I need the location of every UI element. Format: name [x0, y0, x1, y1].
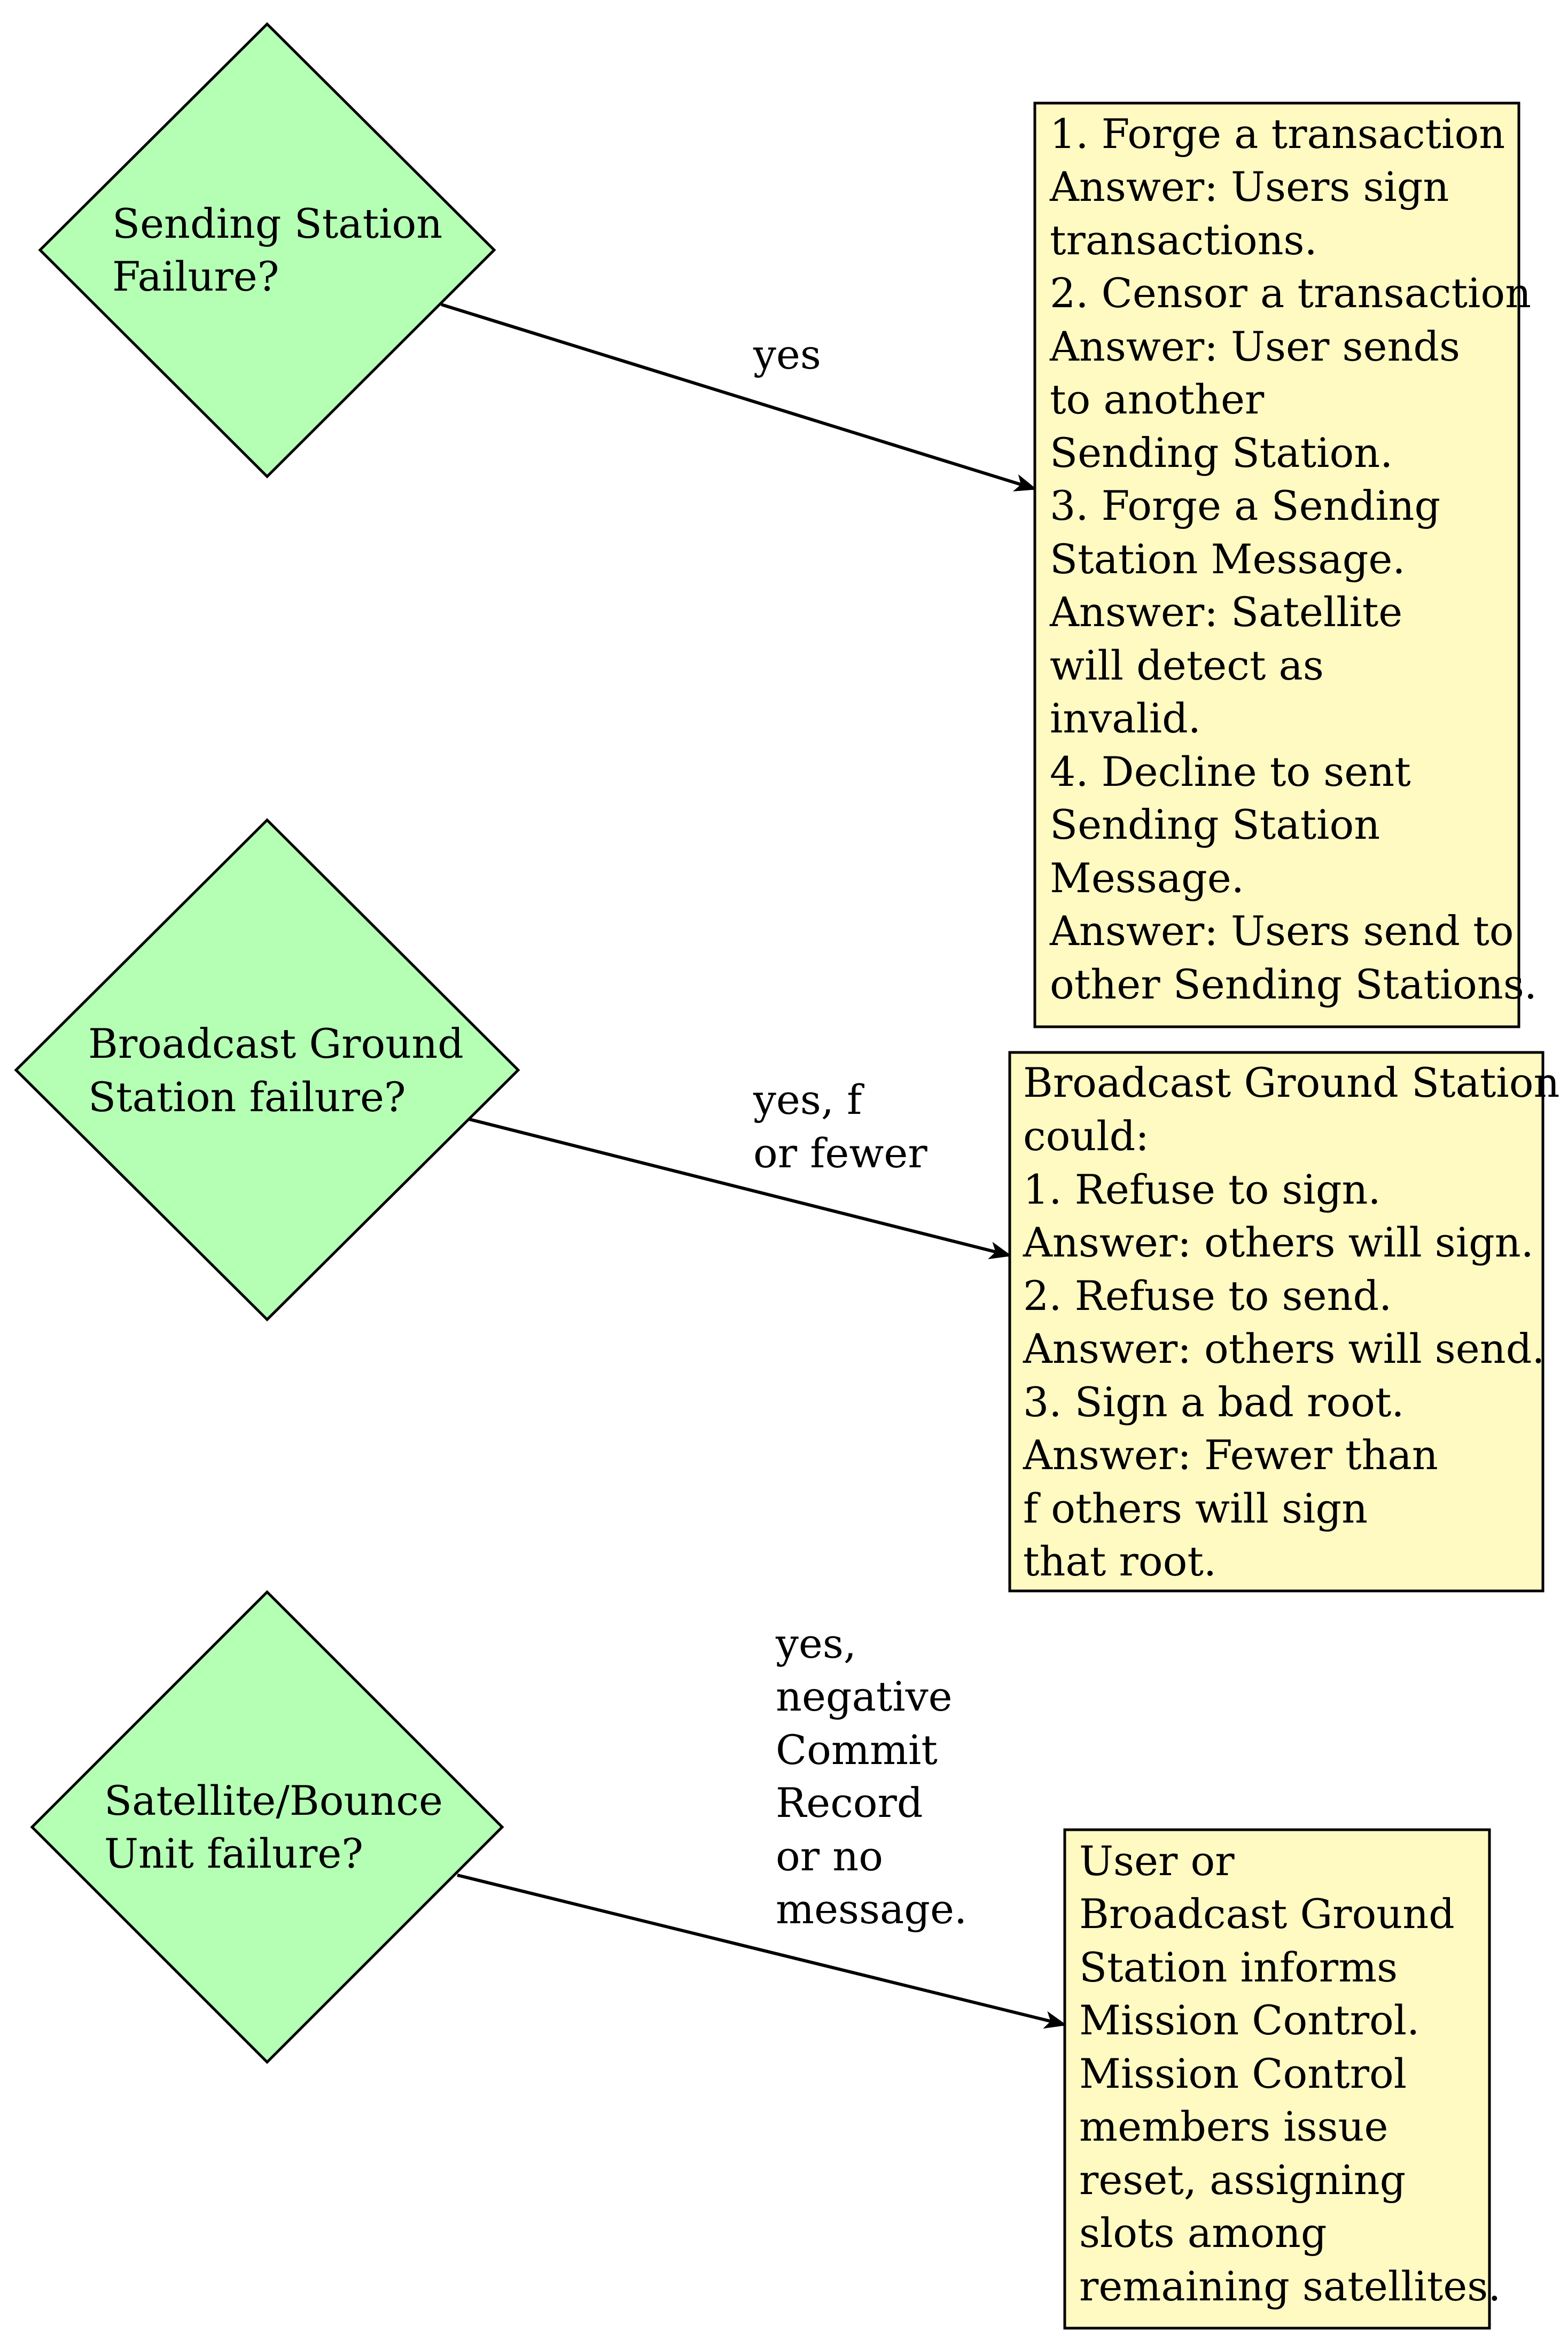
box-line: 1. Forge a transaction	[1050, 110, 1505, 158]
box-sending-station-threats: 1. Forge a transaction Answer: Users sig…	[1033, 102, 1544, 1028]
box-line: Station informs	[1079, 1944, 1398, 1991]
box-line: Answer: Users sign	[1049, 163, 1449, 210]
decision-label-line: Failure?	[112, 253, 279, 300]
box-line: Broadcast Ground Station	[1023, 1059, 1559, 1106]
box-line: Mission Control.	[1079, 1996, 1419, 2044]
box-line: transactions.	[1050, 216, 1317, 264]
box-line: to another	[1050, 376, 1265, 423]
edge-label-line: message.	[776, 1885, 967, 1933]
edge-label: yes, negative Commit Record or no messag…	[775, 1620, 967, 1933]
box-text: 1. Forge a transaction Answer: Users sig…	[1049, 110, 1544, 1008]
edge-label-line: yes, f	[753, 1076, 864, 1123]
box-line: members issue	[1079, 2103, 1388, 2150]
box-line: 3. Forge a Sending	[1050, 482, 1440, 529]
decision-broadcast-ground-station: Broadcast Ground Station failure?	[14, 818, 520, 1322]
box-text: Broadcast Ground Station could: 1. Refus…	[1023, 1059, 1568, 1585]
box-line: slots among	[1079, 2209, 1327, 2257]
edge-label-line: yes,	[775, 1620, 856, 1667]
decision-satellite-bounce-unit: Satellite/Bounce Unit failure?	[30, 1590, 504, 2064]
box-line: Mission Control	[1079, 2050, 1407, 2097]
edge-label-line: Commit	[776, 1726, 938, 1774]
box-line: that root.	[1023, 1538, 1216, 1585]
decision-diamond	[14, 818, 520, 1322]
box-line: Message.	[1050, 854, 1244, 902]
box-line: 2. Refuse to send.	[1023, 1272, 1392, 1320]
box-satellite-bounce-unit-response: User or Broadcast Ground Station informs…	[1063, 1828, 1501, 2330]
decision-sending-station: Sending Station Failure?	[38, 22, 496, 479]
decision-label-line: Station failure?	[88, 1073, 406, 1121]
edge-label: yes, f or fewer	[753, 1076, 927, 1177]
decision-label-line: Sending Station	[112, 200, 442, 247]
box-line: User or	[1079, 1837, 1235, 1885]
decision-label: Broadcast Ground Station failure?	[88, 1020, 477, 1121]
edge-label-line: yes	[753, 331, 821, 378]
edge-satellite-bounce-unit: yes, negative Commit Record or no messag…	[457, 1620, 1067, 2029]
box-line: reset, assigning	[1079, 2156, 1406, 2204]
box-line: 3. Sign a bad root.	[1023, 1378, 1405, 1426]
box-line: Answer: Users send to	[1049, 907, 1514, 955]
arrow-line	[469, 1118, 1012, 1260]
edge-label-line: or no	[776, 1832, 883, 1880]
edge-label-line: or fewer	[753, 1129, 927, 1177]
decision-diamond	[38, 22, 496, 479]
box-line: Answer: Satellite	[1049, 588, 1402, 636]
decision-label-line: Unit failure?	[104, 1830, 363, 1877]
edge-broadcast-ground-station: yes, f or fewer	[469, 1076, 1012, 1260]
box-line: f others will sign	[1023, 1485, 1368, 1532]
box-line: Sending Station	[1050, 801, 1380, 848]
box-line: invalid.	[1050, 694, 1201, 742]
arrow-line	[457, 1874, 1067, 2029]
arrow-line	[441, 303, 1037, 491]
box-line: Answer: others will sign.	[1023, 1219, 1534, 1266]
edge-label-line: Record	[776, 1779, 923, 1827]
box-line: 2. Censor a transaction	[1050, 269, 1531, 317]
box-text: User or Broadcast Ground Station informs…	[1079, 1837, 1501, 2310]
box-line: could:	[1023, 1112, 1149, 1160]
box-line: Sending Station.	[1050, 429, 1393, 477]
box-line: Broadcast Ground	[1079, 1890, 1455, 1938]
box-line: Answer: Fewer than	[1023, 1431, 1438, 1479]
decision-diamond	[30, 1590, 504, 2064]
decision-label: Sending Station Failure?	[112, 200, 455, 300]
decision-label: Satellite/Bounce Unit failure?	[104, 1777, 456, 1877]
box-line: will detect as	[1050, 642, 1324, 689]
box-broadcast-ground-station-threats: Broadcast Ground Station could: 1. Refus…	[1008, 1051, 1568, 1593]
edge-label: yes	[753, 331, 821, 378]
decision-label-line: Broadcast Ground	[88, 1020, 464, 1067]
edge-sending-station: yes	[441, 303, 1037, 491]
box-line: Station Message.	[1050, 535, 1406, 583]
box-line: remaining satellites.	[1079, 2262, 1501, 2310]
edge-label-line: negative	[776, 1673, 953, 1720]
box-line: 1. Refuse to sign.	[1023, 1166, 1381, 1213]
box-line: Answer: others will send.	[1023, 1325, 1545, 1372]
box-line: 4. Decline to sent	[1050, 748, 1411, 795]
box-rect	[1063, 1828, 1491, 2330]
box-line: other Sending Stations.	[1050, 961, 1537, 1008]
box-line: Answer: User sends	[1049, 323, 1460, 370]
decision-label-line: Satellite/Bounce	[104, 1777, 443, 1824]
box-rect	[1033, 102, 1520, 1028]
box-rect	[1008, 1051, 1544, 1593]
